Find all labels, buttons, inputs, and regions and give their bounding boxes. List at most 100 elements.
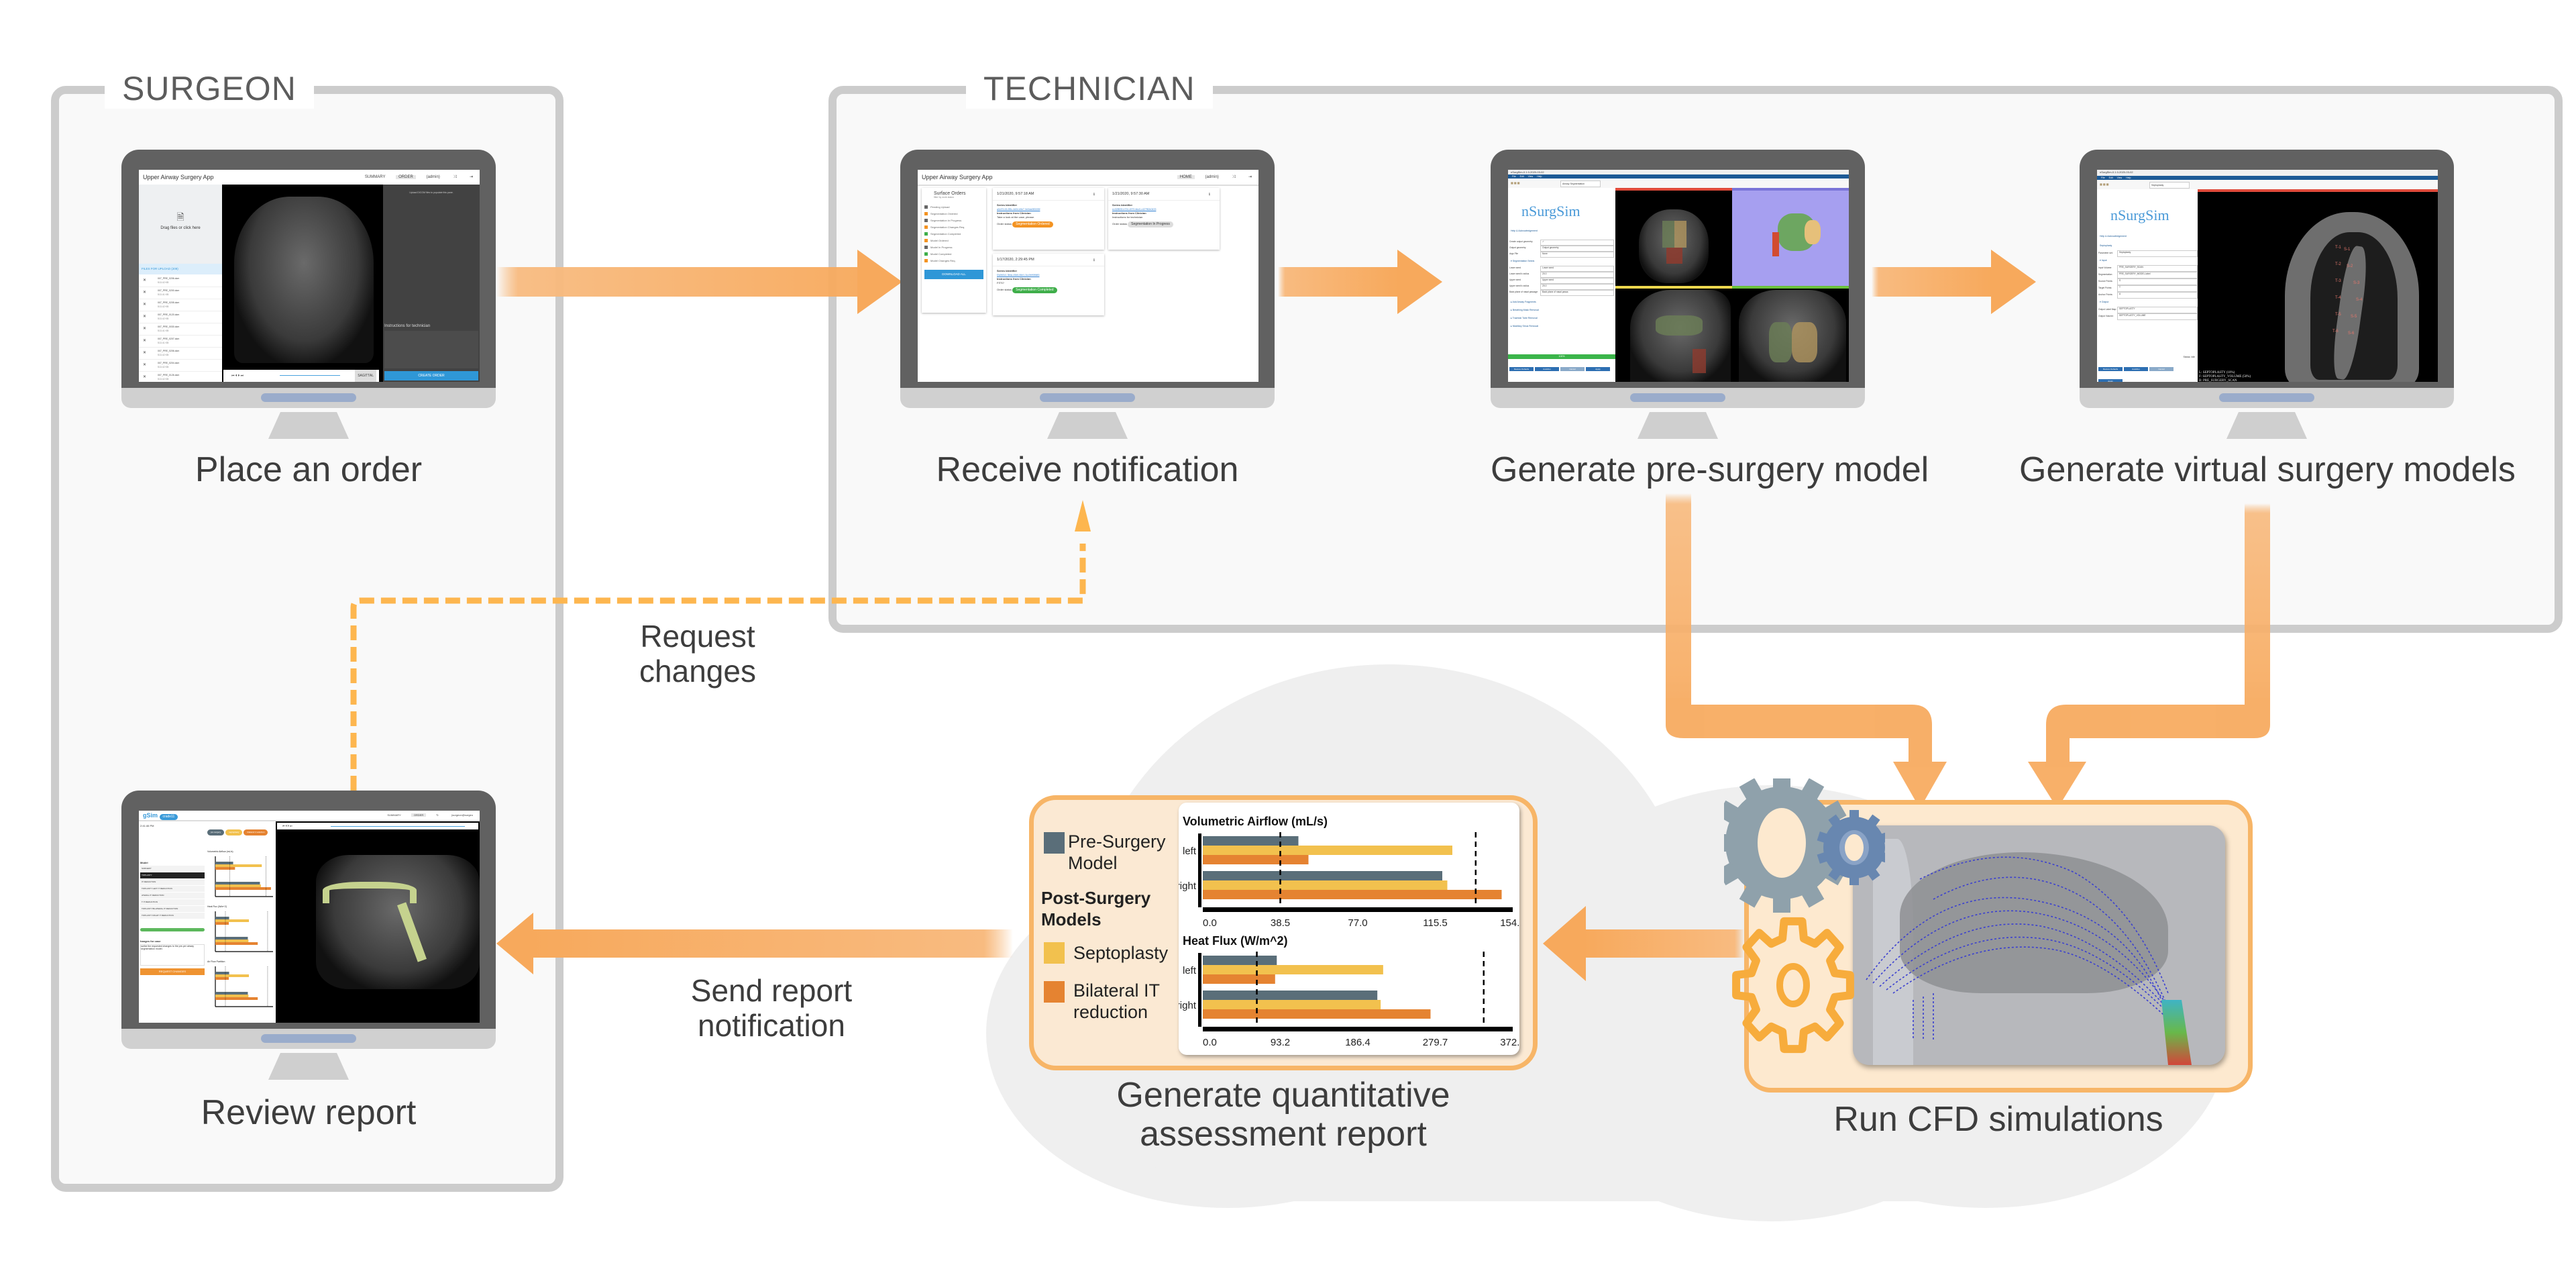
param-input[interactable]: Back plane of nasal passa [1540, 290, 1614, 296]
section-header[interactable]: ▾ Output [2100, 301, 2109, 303]
filter-checkbox[interactable] [924, 259, 928, 263]
panel-button[interactable]: Apply [2098, 379, 2123, 382]
nav-home[interactable]: HOME [1177, 175, 1195, 179]
collapsed-section[interactable]: ▸ Add Airway Fragments [1511, 301, 1536, 303]
view-mode[interactable]: SAGITTAL [355, 370, 376, 382]
filter-item[interactable]: Segmentation Completed [922, 231, 986, 238]
model-item[interactable]: SURGERY [140, 866, 205, 872]
help-section[interactable]: Help & Acknowledgement [2100, 235, 2127, 238]
series-link[interactable]: ec328533-b724-4570-bbc0-c427f82e0433 [1112, 208, 1157, 211]
nav-summary[interactable]: SUMMARY [387, 813, 401, 817]
menu-item[interactable]: View [1527, 175, 1534, 178]
model-item[interactable]: IT REDUCTION [140, 879, 205, 885]
module-select[interactable]: Airway Segmentation [1560, 181, 1601, 187]
filter-item[interactable]: Model Ordered [922, 238, 986, 244]
toolbar-icons[interactable]: ▦ ▦ ▦ [2100, 183, 2109, 186]
param-input[interactable]: PRE_SURGERY_SCAN [2117, 265, 2198, 272]
model-item[interactable]: TOPLASTY RIGHT IT REDUCTION [140, 913, 205, 919]
nav-user[interactable]: (surgeon@surgeo [451, 813, 473, 817]
remove-file-icon[interactable]: ✕ [143, 339, 147, 343]
param-input[interactable]: Upper seed [1540, 278, 1614, 284]
collapsed-section[interactable]: ▸ Maxillary Sinus Removal [1511, 325, 1539, 327]
download-all-button[interactable]: DOWNLOAD ALL [924, 270, 983, 279]
filter-checkbox[interactable] [924, 252, 928, 256]
model-item[interactable]: TOPLASTY [140, 872, 205, 878]
logout-icon[interactable]: ⇥ [1248, 175, 1252, 179]
model-item[interactable]: TOPLASTY LEFT IT REDUCTION [140, 886, 205, 892]
param-input[interactable]: ✓ [1540, 240, 1614, 246]
section-header[interactable]: ▾ Segmentation Seeds [1511, 260, 1535, 262]
filter-item[interactable]: Model In Progress [922, 244, 986, 251]
param-input[interactable]: Septoplasty [2117, 250, 2198, 257]
model-item[interactable]: TOPLASTY BILATERAL IT REDUCTION [140, 906, 205, 912]
module-select[interactable]: Septoplasty [2149, 182, 2190, 189]
panel-button[interactable]: AutoRun [2124, 367, 2148, 371]
filter-checkbox[interactable] [924, 219, 928, 223]
remove-file-icon[interactable]: ✕ [143, 363, 147, 367]
logout-icon[interactable]: ⇥ [469, 175, 473, 179]
series-link[interactable]: f2a0b0c1-3bba-45e6-84e1-3cc0b905683 [997, 274, 1040, 276]
section-header[interactable]: ▾ Input [2100, 259, 2107, 262]
filter-item[interactable]: Segmentation In Progress [922, 217, 986, 224]
panel-button[interactable]: Restore Defaults [2098, 367, 2123, 371]
remove-file-icon[interactable]: ✕ [143, 315, 147, 319]
param-input[interactable]: Output geometry [1540, 246, 1614, 252]
slice-slider[interactable] [280, 375, 340, 376]
nav-order[interactable]: ORDER [411, 813, 427, 817]
param-input[interactable]: S [2117, 278, 2198, 285]
collapsed-section[interactable]: ▸ Tracheal Tube Removal [1511, 317, 1538, 319]
series-link[interactable]: a0c97c15-0f5c-4d34-b5e7-0e0da083155f [997, 208, 1040, 211]
filter-item[interactable]: Segmentation Ordered [922, 211, 986, 217]
remove-file-icon[interactable]: ✕ [143, 351, 147, 355]
menu-item[interactable]: Edit [2108, 176, 2113, 179]
filter-item[interactable]: Pending Upload [922, 204, 986, 211]
menu-item[interactable]: Help [1537, 175, 1542, 178]
param-input[interactable]: None [1540, 252, 1614, 258]
model-tag[interactable]: pre surgery [207, 829, 225, 835]
panel-button[interactable]: Restore Defaults [1509, 367, 1534, 371]
toolbar-icons[interactable]: ▦ ▦ ▦ [1511, 181, 1520, 185]
remove-file-icon[interactable]: ✕ [143, 375, 147, 379]
instructions-field[interactable] [384, 331, 478, 368]
param-input[interactable]: A [2117, 292, 2198, 299]
nav-user[interactable]: (admin) [426, 175, 440, 179]
filter-checkbox[interactable] [924, 246, 928, 250]
filter-checkbox[interactable] [924, 232, 928, 236]
download-icon[interactable]: ⭳ [1093, 193, 1095, 197]
request-changes-button[interactable]: REQUEST CHANGES [140, 968, 205, 975]
help-section[interactable]: Help & Acknowledgement [1511, 230, 1538, 232]
filter-checkbox[interactable] [924, 239, 928, 243]
model-tag[interactable]: septoplasty [225, 829, 243, 835]
filter-checkbox[interactable] [924, 212, 928, 216]
menu-item[interactable]: Edit [1519, 175, 1524, 178]
drop-zone[interactable]: 🗎 Drag files or click here [139, 185, 222, 264]
panel-button[interactable]: Cancel [1560, 367, 1585, 371]
shuffle-icon[interactable]: ⤨ [453, 175, 457, 179]
param-input[interactable]: T [2117, 285, 2198, 292]
menu-item[interactable]: View [2116, 176, 2123, 179]
remove-file-icon[interactable]: ✕ [143, 291, 147, 295]
model-item[interactable]: T IT REDUCTION [140, 899, 205, 905]
download-icon[interactable]: ⭳ [1208, 193, 1210, 197]
nav-order[interactable]: ORDER [396, 175, 416, 179]
panel-button[interactable]: Cancel [2149, 367, 2174, 371]
player-controls[interactable]: ⏮ ⏴ ⏵ ⏭ [277, 823, 478, 829]
septoplasty-section[interactable]: Septoplasty [2100, 244, 2112, 247]
filter-checkbox[interactable] [924, 225, 928, 230]
nav-summary[interactable]: SUMMARY [364, 175, 386, 179]
menu-item[interactable]: Help [2126, 176, 2131, 179]
param-input[interactable]: Lower seed [1540, 266, 1614, 272]
changes-textarea[interactable]: scribe the requested changes to the pre-… [140, 944, 205, 966]
download-icon[interactable]: ⭳ [1093, 258, 1095, 262]
filter-item[interactable]: Segmentation Changes Req. [922, 224, 986, 231]
nav-user[interactable]: (admin) [1205, 175, 1219, 179]
